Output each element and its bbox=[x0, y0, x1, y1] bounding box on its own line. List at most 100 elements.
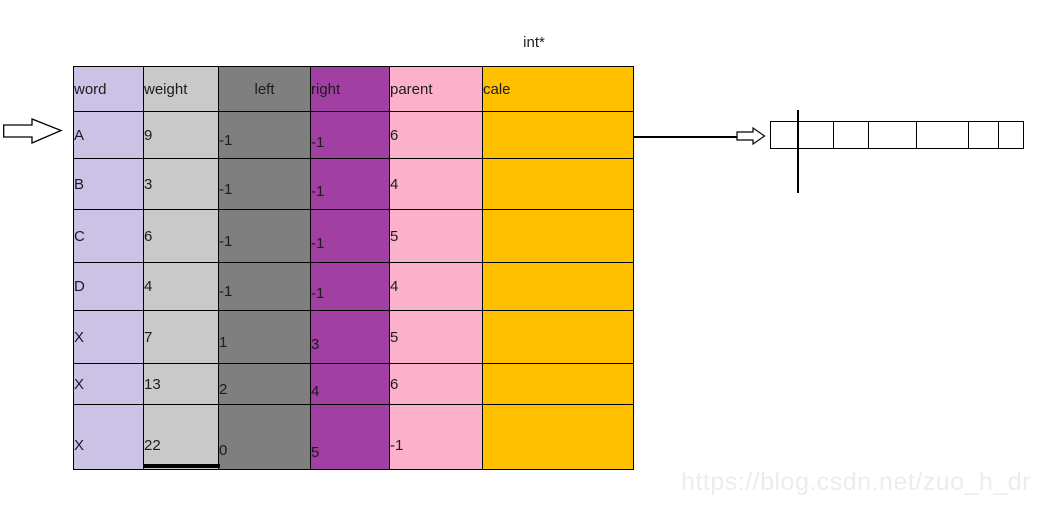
cell-value: -1 bbox=[311, 182, 325, 200]
cell-value: 9 bbox=[144, 126, 153, 144]
cell-value: X bbox=[74, 436, 85, 454]
cell-value: 5 bbox=[390, 227, 399, 245]
watermark-text: https://blog.csdn.net/zuo_h_dr bbox=[681, 468, 1031, 496]
table-row: B 3 -1 -1 4 bbox=[73, 158, 634, 210]
cell-parent-row0: 6 bbox=[389, 111, 483, 159]
cell-value: 1 bbox=[219, 333, 228, 351]
cell-value: B bbox=[74, 175, 85, 193]
cell-parent-row3: 4 bbox=[389, 262, 483, 311]
cell-word-row2: C bbox=[73, 209, 144, 263]
cell-word-row6: X bbox=[73, 404, 144, 470]
header-cell-cale: cale bbox=[482, 66, 634, 112]
int-pointer-array bbox=[770, 121, 1024, 149]
table-row: D 4 -1 -1 4 bbox=[73, 262, 634, 311]
cell-left-row1: -1 bbox=[218, 158, 311, 210]
cell-right-row6: 5 bbox=[310, 404, 390, 470]
cell-cale-row4 bbox=[482, 310, 634, 364]
cell-left-row5: 2 bbox=[218, 363, 311, 405]
cell-word-row1: B bbox=[73, 158, 144, 210]
cell-left-row3: -1 bbox=[218, 262, 311, 311]
cell-word-row0: A bbox=[73, 111, 144, 159]
cell-value: -1 bbox=[311, 285, 325, 302]
cell-parent-row1: 4 bbox=[389, 158, 483, 210]
cell-value: X bbox=[74, 328, 85, 346]
array-cell-2 bbox=[833, 121, 869, 149]
array-pointer-arrow-icon bbox=[736, 127, 766, 145]
cell-cale-row6 bbox=[482, 404, 634, 470]
cell-weight-row4: 7 bbox=[143, 310, 219, 364]
cell-value: 5 bbox=[390, 328, 399, 346]
cell-value: D bbox=[74, 278, 85, 295]
cell-left-row4: 1 bbox=[218, 310, 311, 364]
cell-weight-row1: 3 bbox=[143, 158, 219, 210]
cell-value: -1 bbox=[219, 232, 233, 250]
array-marker-line bbox=[797, 110, 799, 193]
cell-value: 4 bbox=[311, 382, 320, 400]
cell-left-row0: -1 bbox=[218, 111, 311, 159]
cell-value: 3 bbox=[311, 335, 320, 353]
cell-value: -1 bbox=[219, 180, 233, 198]
cell-cale-row0 bbox=[482, 111, 634, 159]
cell-parent-row5: 6 bbox=[389, 363, 483, 405]
cell-value: 7 bbox=[144, 328, 153, 346]
header-cell-left: left bbox=[218, 66, 311, 112]
cell-right-row1: -1 bbox=[310, 158, 390, 210]
table-row: X 13 2 4 6 bbox=[73, 363, 634, 405]
cell-value: 4 bbox=[390, 175, 399, 193]
table-row: X 7 1 3 5 bbox=[73, 310, 634, 364]
cell-value: C bbox=[74, 227, 85, 245]
cell-value: -1 bbox=[219, 283, 233, 300]
cell-value: X bbox=[74, 375, 85, 393]
cell-value: A bbox=[74, 126, 85, 144]
cell-value: 4 bbox=[144, 278, 153, 295]
cell-weight-row6: 22 bbox=[143, 404, 219, 470]
cell-cale-row5 bbox=[482, 363, 634, 405]
pointer-type-label: int* bbox=[523, 34, 545, 51]
cell-value: -1 bbox=[311, 234, 325, 252]
cell-parent-row2: 5 bbox=[389, 209, 483, 263]
row-pointer-block-arrow-icon bbox=[3, 118, 63, 144]
array-cell-0 bbox=[770, 121, 798, 149]
cell-value: 2 bbox=[219, 380, 228, 398]
cell-word-row4: X bbox=[73, 310, 144, 364]
cell-value: -1 bbox=[311, 133, 325, 151]
pointer-connector-line bbox=[633, 136, 737, 138]
cell-value: 6 bbox=[390, 375, 399, 393]
cell-right-row4: 3 bbox=[310, 310, 390, 364]
cell-right-row3: -1 bbox=[310, 262, 390, 311]
cell-cale-row3 bbox=[482, 262, 634, 311]
array-cell-1 bbox=[797, 121, 834, 149]
cell-value: 22 bbox=[144, 436, 161, 454]
cell-left-row6: 0 bbox=[218, 404, 311, 470]
cell-word-row5: X bbox=[73, 363, 144, 405]
cell-value: 13 bbox=[144, 375, 161, 393]
table-row: A 9 -1-1 6 bbox=[73, 111, 634, 159]
array-cell-4 bbox=[916, 121, 969, 149]
cell-parent-row6: -1 bbox=[389, 404, 483, 470]
table-row: X 22 0 5 -1 bbox=[73, 404, 634, 470]
header-cell-word: word bbox=[73, 66, 144, 112]
weight-column-underline bbox=[144, 464, 220, 468]
cell-value: -1 bbox=[390, 436, 404, 454]
cell-value: 3 bbox=[144, 175, 153, 193]
header-cell-weight: weight bbox=[143, 66, 219, 112]
cell-value: 6 bbox=[144, 227, 153, 245]
cell-value: 0 bbox=[219, 441, 228, 459]
cell-weight-row5: 13 bbox=[143, 363, 219, 405]
array-cell-5 bbox=[968, 121, 999, 149]
cell-left-row2: -1 bbox=[218, 209, 311, 263]
header-cell-right: right bbox=[310, 66, 390, 112]
cell-cale-row2 bbox=[482, 209, 634, 263]
cell-weight-row0: 9 bbox=[143, 111, 219, 159]
cell-weight-row2: 6 bbox=[143, 209, 219, 263]
cell-weight-row3: 4 bbox=[143, 262, 219, 311]
table-row: C 6 -1 -1 5 bbox=[73, 209, 634, 263]
cell-right-row2: -1 bbox=[310, 209, 390, 263]
cell-value: 5 bbox=[311, 443, 320, 461]
cell-word-row3: D bbox=[73, 262, 144, 311]
cell-right-row5: 4 bbox=[310, 363, 390, 405]
cell-parent-row4: 5 bbox=[389, 310, 483, 364]
